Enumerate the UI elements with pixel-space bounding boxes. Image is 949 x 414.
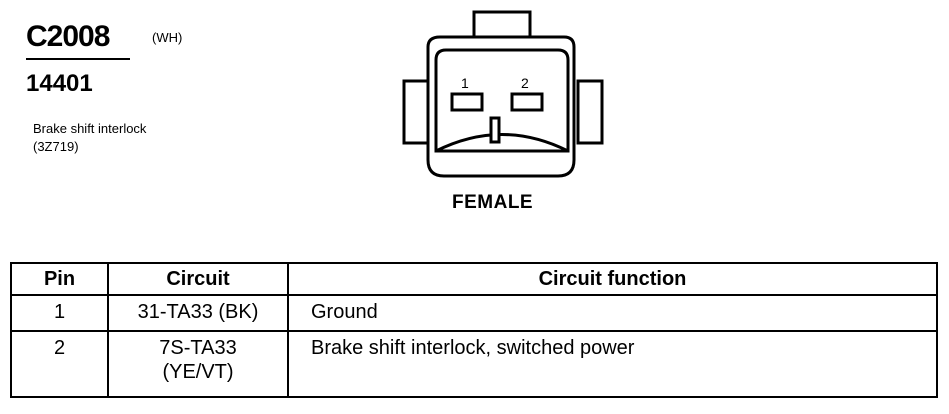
connector-body-outline [426,35,576,178]
table-row: 2 7S-TA33 (YE/VT) Brake shift interlock,… [10,330,938,398]
connector-bottom-curve [435,133,569,153]
part-number: 14401 [26,70,93,97]
connector-key [489,116,501,144]
pin-cell: 2 [10,330,109,398]
header-circuit-function: Circuit function [287,262,938,296]
description-line-2: (3Z719) [33,139,79,154]
header-circuit: Circuit [107,262,289,296]
description-line-1: Brake shift interlock [33,121,147,136]
pin-label-2: 2 [521,75,529,91]
connector-description: Brake shift interlock (3Z719) [33,120,146,156]
pin-cell: 1 [10,294,109,332]
connector-right-ear [576,79,604,145]
pin-label-1: 1 [461,75,469,91]
color-code: (WH) [152,30,183,45]
circuit-function-cell: Ground [287,294,938,332]
circuit-line-1: 7S-TA33 [159,337,237,359]
circuit-function-cell: Brake shift interlock, switched power [287,330,938,398]
connector-inner-face [434,48,570,153]
connector-view-label: FEMALE [452,192,534,213]
pin-2-cavity [510,92,544,112]
connector-face-diagram: 1 2 [402,10,604,178]
pin-1-cavity [450,92,484,112]
table-header-row: Pin Circuit Circuit function [10,262,938,296]
circuit-line-2: (YE/VT) [162,361,234,383]
circuit-cell: 31-TA33 (BK) [107,294,289,332]
pin-table: Pin Circuit Circuit function 1 31-TA33 (… [10,262,938,398]
header-pin: Pin [10,262,109,296]
circuit-cell: 7S-TA33 (YE/VT) [107,330,289,398]
id-underline [26,58,130,60]
connector-left-ear [402,79,430,145]
connector-id: C2008 [26,20,110,53]
connector-latch [472,10,532,41]
table-row: 1 31-TA33 (BK) Ground [10,294,938,332]
